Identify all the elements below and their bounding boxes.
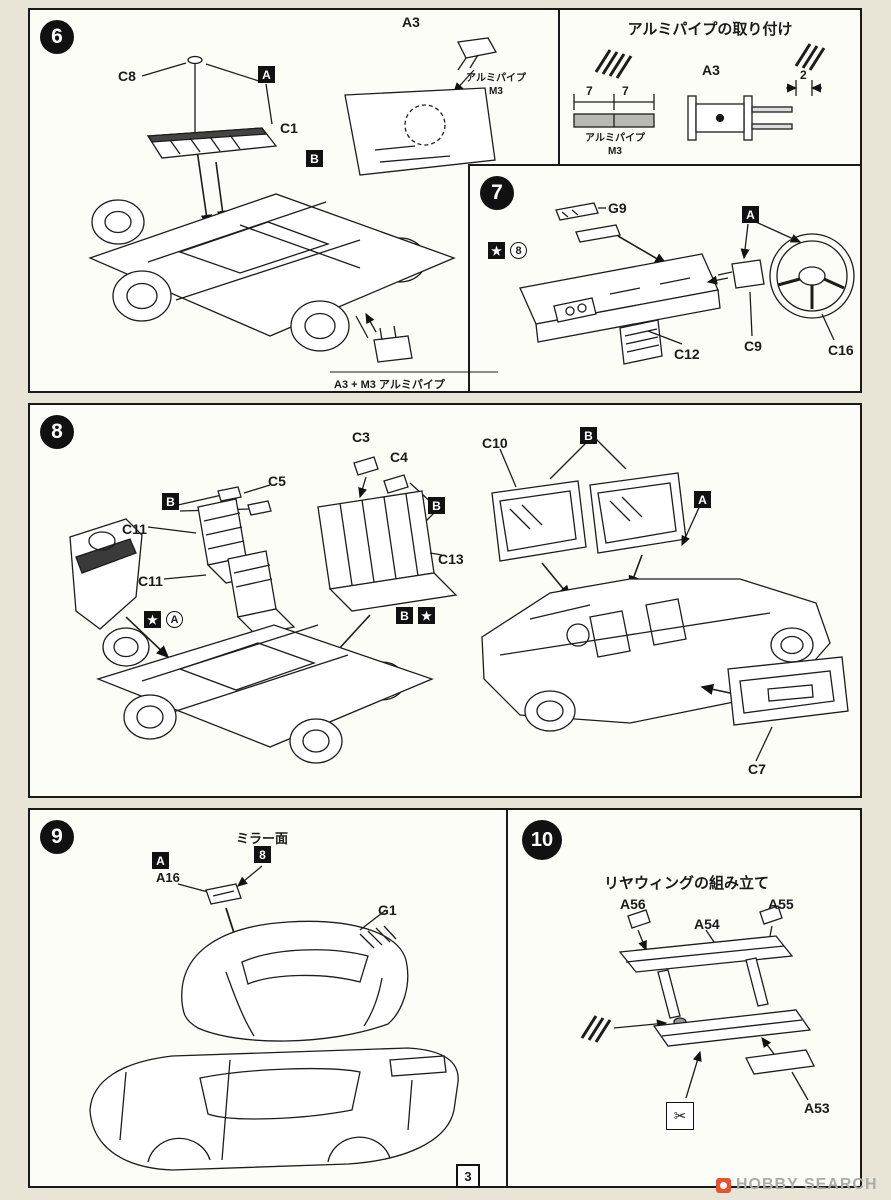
- hobby-search-logo-icon: [716, 1177, 731, 1193]
- star-icon-step7: ★: [488, 242, 505, 259]
- part-label-a16: A16: [156, 870, 180, 885]
- dimension-7b: 7: [622, 84, 629, 98]
- part-label-c13: C13: [438, 551, 464, 567]
- pipe-guide-box: アルミパイプの取り付け 7 7 アルミパイプ M3 A3 2: [558, 8, 862, 166]
- part-label-g1: G1: [378, 902, 397, 918]
- part-label-c3: C3: [352, 429, 370, 445]
- mirror-face-label: ミラー面: [236, 831, 289, 846]
- part-label-c10: C10: [482, 435, 508, 451]
- part-label-c9: C9: [744, 338, 762, 354]
- part-label-a53: A53: [804, 1100, 830, 1116]
- part-label-c16: C16: [828, 342, 854, 358]
- step9-box: 9 ミラー面 8 A A16 G1: [28, 808, 508, 1188]
- part-label-a56: A56: [620, 896, 646, 912]
- part-label-a3-guide: A3: [702, 62, 720, 78]
- step8-box: 8 C3 C4 C5 B B C11 C11 C13 ★ A B ★ C10 B…: [28, 403, 862, 798]
- pipe-caption-name: アルミパイプ: [466, 73, 526, 84]
- part-label-g9: G9: [608, 200, 627, 216]
- step10-wing-illustration: [580, 905, 815, 1101]
- pipe-caption-size: M3: [489, 86, 503, 97]
- part-label-a54: A54: [694, 916, 720, 932]
- screw-a-box-label-step9: A: [152, 852, 169, 869]
- pliers-icon-right: [794, 43, 826, 71]
- pliers-icon: [594, 49, 633, 79]
- step6-chassis-illustration: [88, 37, 498, 373]
- screw-a-box-label-step7: A: [742, 206, 759, 223]
- star-icon-step8-right: ★: [418, 607, 435, 624]
- step8-number-badge: 8: [40, 415, 74, 449]
- step7-box: 7 G9 A ★ 8 C12 C9 C16: [468, 164, 862, 393]
- part-label-c11a: C11: [122, 521, 147, 537]
- step7-dashboard-illustration: [519, 202, 855, 365]
- screw-b4-box-label: B: [580, 427, 597, 444]
- step7-number-badge: 7: [480, 176, 514, 210]
- screw-a-box-label-step8: A: [694, 491, 711, 508]
- pipe-guide-caption: アルミパイプ M3: [568, 132, 662, 158]
- screw-b1-box-label: B: [162, 493, 179, 510]
- pipe-guide-illustration: [573, 43, 826, 141]
- part-label-c5: C5: [268, 473, 286, 489]
- screw-a-box-label: A: [258, 66, 275, 83]
- step8-interior-illustration: [69, 438, 849, 764]
- mirror-number-box: 8: [254, 846, 271, 863]
- screw-b-box-label: B: [306, 150, 323, 167]
- part-label-c1: C1: [280, 120, 298, 136]
- star-icon-step8-left: ★: [144, 611, 161, 628]
- watermark: HOBBY SEARCH: [716, 1176, 878, 1194]
- watermark-text: HOBBY SEARCH: [736, 1176, 878, 1193]
- step9-number-badge: 9: [40, 820, 74, 854]
- screw-b2-box-label: B: [428, 497, 445, 514]
- part-label-c7: C7: [748, 761, 766, 777]
- part-label-c8: C8: [118, 68, 136, 84]
- part-label-a55: A55: [768, 896, 794, 912]
- pipe-guide-title: アルミパイプの取り付け: [627, 21, 793, 38]
- part-label-a3: A3: [402, 14, 420, 30]
- step9-body-illustration: [89, 865, 459, 1171]
- step6-box: 6 C8 A C1 B A3 アルミパイプ M3 A3 + M3 アルミパイプ: [28, 8, 560, 393]
- step6-footnote: A3 + M3 アルミパイプ: [334, 379, 445, 391]
- circled-8-marker: 8: [510, 242, 527, 259]
- pipe-guide-caption-size: M3: [608, 146, 622, 157]
- dimension-7a: 7: [586, 84, 593, 98]
- step10-box: 10 リヤウィングの組み立て A56 A54 A55 A53 ✂: [506, 808, 862, 1188]
- page-number: 3: [456, 1164, 480, 1188]
- step10-title: リヤウィングの組み立て: [604, 875, 770, 892]
- screw-b3-box-label: B: [396, 607, 413, 624]
- pliers-icon-step10: [580, 1015, 612, 1043]
- part-label-c4: C4: [390, 449, 408, 465]
- pipe-caption: アルミパイプ M3: [460, 72, 532, 98]
- step6-number-badge: 6: [40, 20, 74, 54]
- cutter-icon: ✂: [666, 1102, 694, 1130]
- circled-a-marker: A: [166, 611, 183, 628]
- step10-number-badge: 10: [522, 820, 562, 860]
- dimension-2: 2: [800, 68, 807, 82]
- pipe-guide-caption-name: アルミパイプ: [585, 133, 645, 144]
- part-label-c12: C12: [674, 346, 700, 362]
- part-label-c11b: C11: [138, 573, 163, 589]
